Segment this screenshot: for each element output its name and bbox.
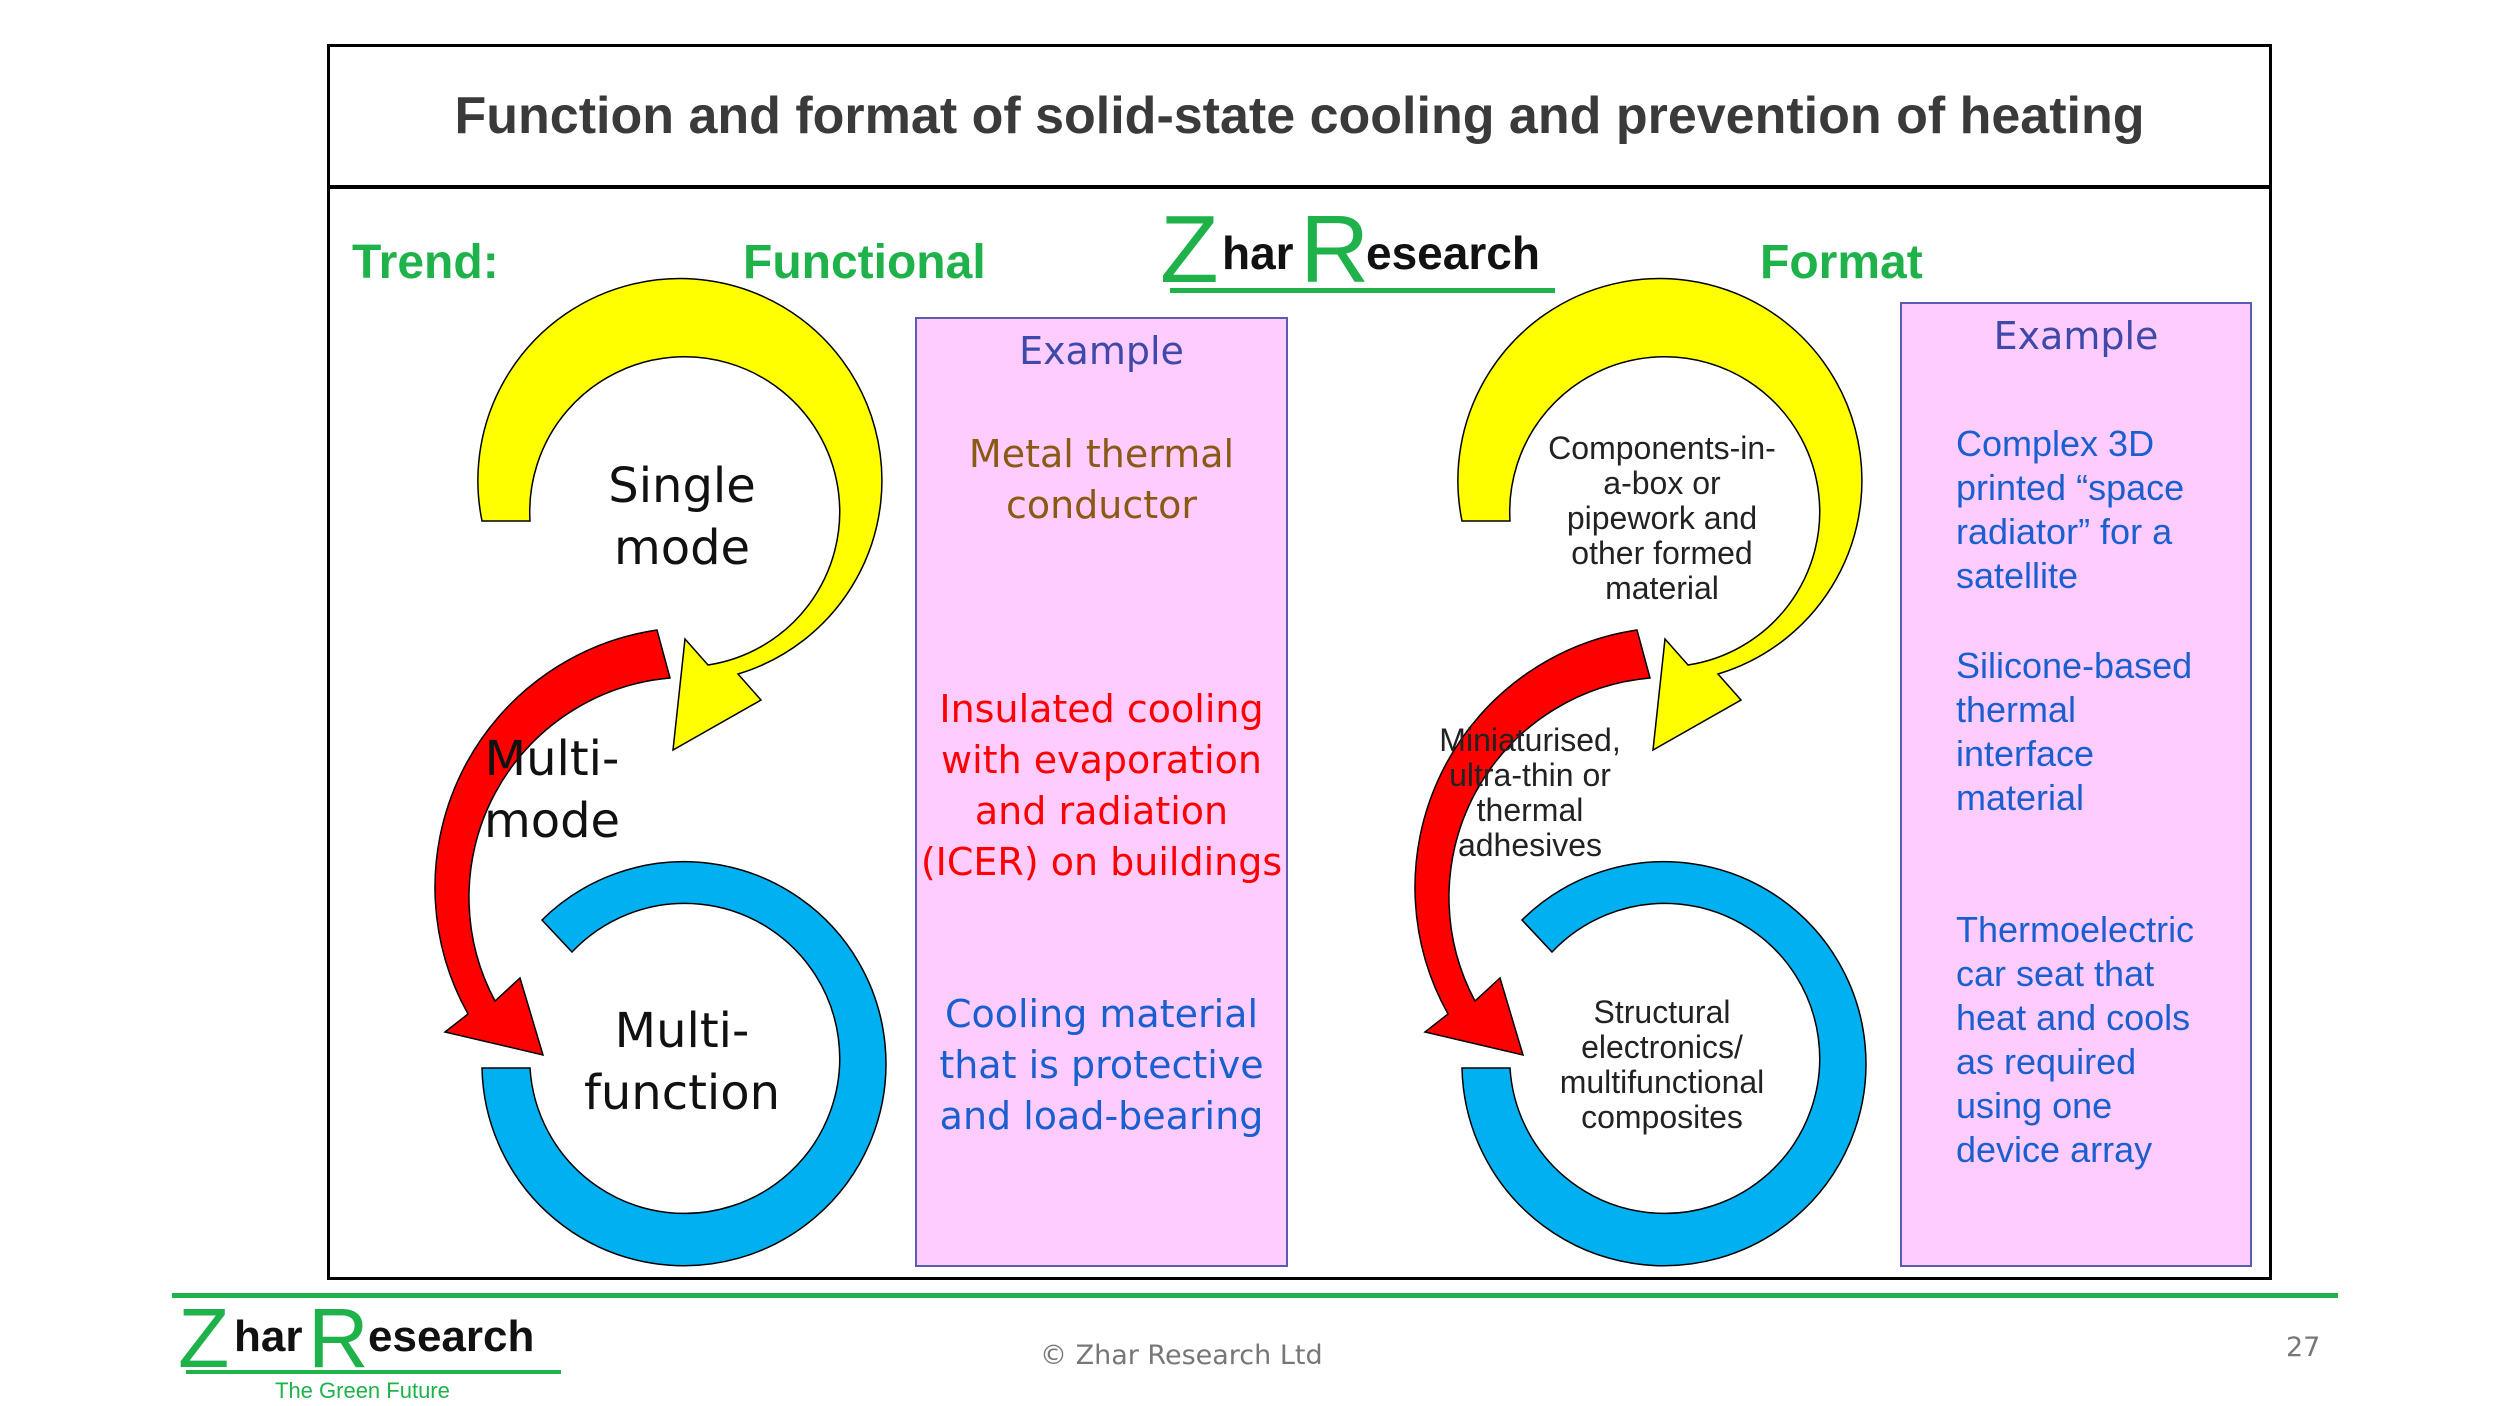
- footer-tagline: The Green Future: [275, 1378, 450, 1403]
- yellow-arrow: [477, 277, 883, 752]
- single-mode-label: Single mode: [608, 458, 756, 576]
- example-silicone: Silicone-based thermal interface materia…: [1956, 645, 2193, 818]
- page-number: 27: [2286, 1332, 2321, 1363]
- logo-esearch: esearch: [1366, 227, 1540, 279]
- main-panel: [327, 186, 2272, 1280]
- footer-logo-har: har: [234, 1312, 303, 1361]
- footer-logo-underline: [186, 1370, 561, 1374]
- yellow-arrow-format: [1457, 277, 1863, 752]
- blue-ring-format: [1461, 861, 1867, 1267]
- example-thermoelectric: Thermoelectric car seat that heat and co…: [1956, 909, 2195, 1170]
- logo-r: R: [1300, 196, 1370, 303]
- footer-logo: Z har R esearch: [178, 1296, 578, 1380]
- components-label: Components-in- a-box or pipework and oth…: [1548, 430, 1776, 606]
- format-example-box: Example Complex 3D printed “space radiat…: [1900, 302, 2252, 1267]
- functional-example-title: Example: [1019, 329, 1184, 373]
- example-metal-thermal: Metal thermal conductor: [968, 432, 1235, 527]
- example-cooling-material: Cooling material that is protective and …: [939, 992, 1264, 1138]
- footer-logo-z: Z: [178, 1291, 230, 1385]
- footer-logo-r: R: [308, 1291, 369, 1385]
- slide-title: Function and format of solid-state cooli…: [454, 87, 2145, 145]
- zhar-research-logo: Z har R esearch: [1160, 202, 1560, 298]
- example-space-radiator: Complex 3D printed “space radiator” for …: [1956, 423, 2185, 596]
- miniaturised-label: Miniaturised, ultra-thin or thermal adhe…: [1439, 722, 1621, 863]
- format-example-title: Example: [1993, 314, 2159, 358]
- logo-har: har: [1222, 227, 1294, 279]
- footer-divider: [172, 1293, 2338, 1298]
- example-icer: Insulated cooling with evaporation and r…: [920, 687, 1283, 884]
- format-header: Format: [1760, 236, 1923, 289]
- multi-function-label: Multi- function: [583, 1003, 781, 1121]
- multi-mode-label: Multi- mode: [483, 731, 621, 849]
- blue-ring: [481, 861, 887, 1267]
- red-arrow-format: [1414, 629, 1651, 1057]
- trend-header: Trend:: [352, 236, 499, 289]
- functional-header: Functional: [743, 236, 986, 289]
- logo-z: Z: [1160, 196, 1219, 303]
- copyright-text: © Zhar Research Ltd: [1040, 1340, 1323, 1371]
- footer-logo-esearch: esearch: [368, 1312, 535, 1361]
- functional-example-box: Example Metal thermal conductor Insulate…: [915, 317, 1288, 1267]
- red-arrow: [434, 629, 671, 1057]
- structural-label: Structural electronics/ multifunctional …: [1559, 994, 1765, 1135]
- logo-underline: [1170, 288, 1555, 293]
